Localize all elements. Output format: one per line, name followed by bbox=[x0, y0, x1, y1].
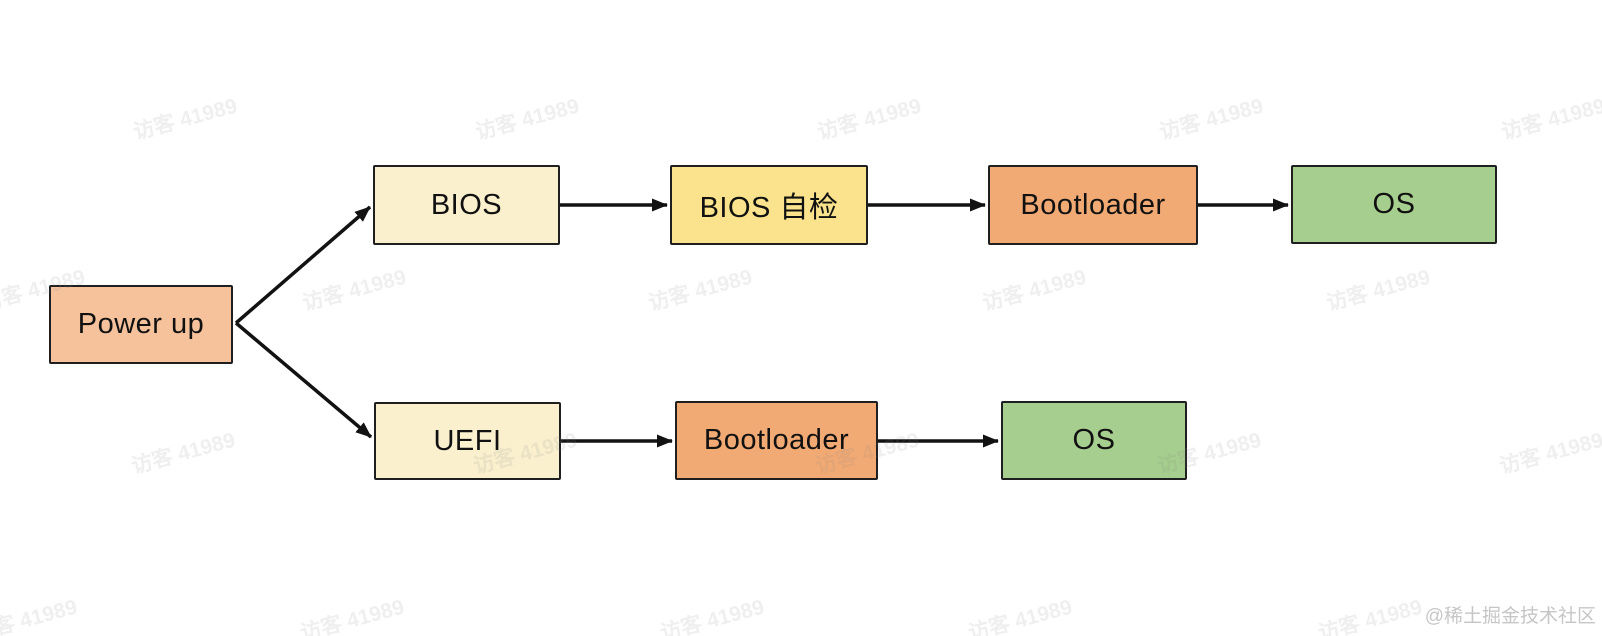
node-power-up-label: Power up bbox=[77, 308, 205, 340]
visitor-watermark: 访客 41989 bbox=[0, 595, 80, 636]
visitor-watermark: 访客 41989 bbox=[473, 94, 582, 145]
node-bootloader-bios-label: Bootloader bbox=[1020, 188, 1166, 221]
node-uefi-label: UEFI bbox=[433, 424, 502, 457]
visitor-watermark: 访客 41989 bbox=[646, 265, 755, 316]
visitor-watermark: 访客 41989 bbox=[129, 428, 238, 479]
visitor-watermark: 访客 41989 bbox=[658, 595, 767, 636]
arrow-powerup-to-bios bbox=[234, 205, 372, 325]
visitor-watermark: 访客 41989 bbox=[815, 94, 924, 145]
visitor-watermark: 访客 41989 bbox=[966, 595, 1075, 636]
node-bios: BIOS bbox=[373, 165, 560, 245]
visitor-watermark: 访客 41989 bbox=[1157, 94, 1266, 145]
visitor-watermark: 访客 41989 bbox=[131, 94, 240, 145]
node-bios-label: BIOS bbox=[430, 188, 503, 221]
visitor-watermark: 访客 41989 bbox=[300, 265, 409, 316]
visitor-watermark: 访客 41989 bbox=[1316, 595, 1425, 636]
visitor-watermark: 访客 41989 bbox=[1324, 265, 1433, 316]
credit-watermark: @稀土掘金技术社区 bbox=[1424, 606, 1596, 627]
node-bios-self-test: BIOS 自检 bbox=[670, 165, 868, 245]
visitor-watermark: 访客 41989 bbox=[1497, 428, 1602, 479]
node-power-up: Power up bbox=[49, 285, 233, 364]
visitor-watermark: 访客 41989 bbox=[298, 595, 407, 636]
visitor-watermark: 访客 41989 bbox=[980, 265, 1089, 316]
node-os-bios: OS bbox=[1291, 165, 1497, 244]
arrow-powerup-to-uefi bbox=[234, 321, 373, 439]
node-bootloader-uefi: Bootloader bbox=[675, 401, 878, 480]
node-uefi: UEFI bbox=[374, 402, 561, 480]
node-os-uefi: OS bbox=[1001, 401, 1187, 480]
node-bios-self-test-label: BIOS 自检 bbox=[699, 192, 839, 224]
node-os-bios-label: OS bbox=[1372, 188, 1416, 220]
visitor-watermark: 访客 41989 bbox=[1499, 94, 1602, 145]
node-bootloader-bios: Bootloader bbox=[988, 165, 1198, 245]
node-os-uefi-label: OS bbox=[1072, 424, 1116, 456]
node-bootloader-uefi-label: Bootloader bbox=[703, 424, 850, 456]
